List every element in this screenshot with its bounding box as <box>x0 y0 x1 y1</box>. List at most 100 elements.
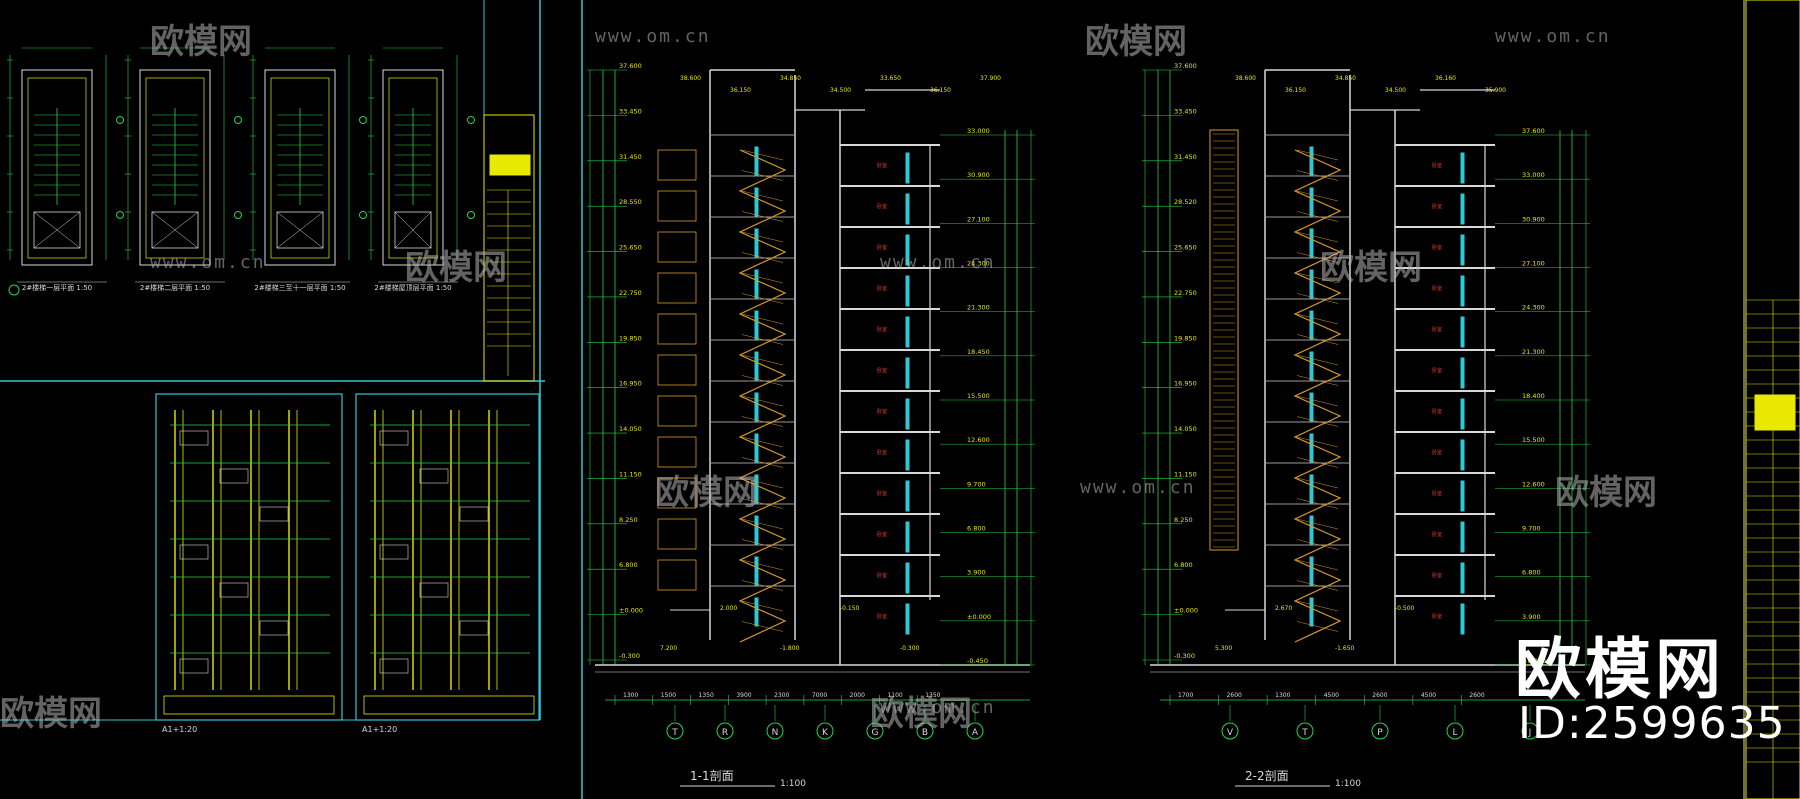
dim-label: 3900 <box>736 692 751 699</box>
level-left: 31.450 <box>1174 153 1197 161</box>
watermark-logo: 欧模网 <box>870 694 972 734</box>
section-title: 2-2剖面 <box>1245 769 1289 783</box>
level-right: 27.100 <box>1522 260 1545 268</box>
dim-label: 4500 <box>1421 692 1436 699</box>
window-glass <box>905 234 910 266</box>
level-left: 19.850 <box>619 334 642 342</box>
axis-bubble <box>116 116 124 124</box>
window-glass <box>1460 275 1465 307</box>
stair-hatch <box>741 436 784 448</box>
level-misc: 2.000 <box>720 605 737 612</box>
level-right: 27.100 <box>967 215 990 223</box>
section-1-1: 37.60033.45031.45028.55025.65022.75019.8… <box>587 62 1035 789</box>
stamp-id: ID:2599635 <box>1518 698 1786 749</box>
window-glass <box>1460 152 1465 184</box>
level-misc: -1.800 <box>780 645 800 652</box>
room-tag: 卧室 <box>1432 490 1442 497</box>
room-tag: 卧室 <box>877 326 887 333</box>
detail-block <box>219 468 249 484</box>
window-glass <box>1309 556 1314 586</box>
level-left: 37.600 <box>1174 62 1197 70</box>
level-left: 33.450 <box>1174 107 1197 115</box>
level-right: 24.300 <box>967 260 990 268</box>
window-glass <box>754 269 759 299</box>
watermark-logo: 欧模网 <box>655 473 757 513</box>
level-left: -0.300 <box>619 652 640 660</box>
stair-hatch <box>741 600 784 612</box>
plan-inner-wall <box>270 77 330 259</box>
stair-hatch <box>741 354 784 366</box>
stair-hatch <box>1296 190 1339 202</box>
dim-label: 1350 <box>925 692 940 699</box>
watermark-url: www.om.cn <box>880 697 996 718</box>
plan-inner-wall <box>27 77 87 259</box>
axis-bubble <box>666 722 684 740</box>
window-glass <box>754 310 759 340</box>
axis-bubble <box>716 722 734 740</box>
balcony-frame <box>657 149 697 181</box>
window-glass <box>1309 146 1314 176</box>
room-tag: 卧室 <box>1432 367 1442 374</box>
stair-hatch <box>741 170 784 181</box>
axis-bubble <box>916 722 934 740</box>
level-left: 8.250 <box>619 516 638 524</box>
room-tag: 卧室 <box>877 162 887 169</box>
room-tag: 卧室 <box>1432 285 1442 292</box>
level-right: ±0.000 <box>1522 657 1546 665</box>
level-left: ±0.000 <box>619 607 643 615</box>
dim-label: 1500 <box>661 692 676 699</box>
level-left: 16.950 <box>619 380 642 388</box>
balcony-frame <box>657 231 697 263</box>
stair-hatch <box>1296 580 1339 591</box>
level-right: 12.600 <box>967 436 990 444</box>
axis-label: G <box>872 728 879 738</box>
window-glass <box>1460 480 1465 512</box>
plan-title: 2#楼梯二层平面 1:50 <box>140 283 210 292</box>
level-right: 3.900 <box>967 569 986 577</box>
detail-scale-label: A1+1:20 <box>162 725 197 734</box>
room-tag: 卧室 <box>877 449 887 456</box>
level-top: 34.850 <box>1335 75 1356 82</box>
axis-bubble <box>1446 722 1464 740</box>
stair-hatch <box>741 313 784 325</box>
room-tag: 卧室 <box>1432 244 1442 251</box>
axis-label: N <box>772 728 779 738</box>
stair-hatch <box>741 580 784 591</box>
level-right: 33.000 <box>1522 171 1545 179</box>
window-glass <box>1460 357 1465 389</box>
detail-block <box>459 620 489 636</box>
stair-hatch <box>1296 539 1339 550</box>
facade-panel <box>1209 129 1239 551</box>
plan-number-bubble <box>8 284 20 296</box>
section-scale: 1:100 <box>1335 779 1361 789</box>
window-glass <box>905 316 910 348</box>
level-top: 38.600 <box>680 75 701 82</box>
level-right: 9.700 <box>1522 525 1541 533</box>
watermark-logo: 欧模网 <box>150 22 252 62</box>
room-tag: 卧室 <box>877 613 887 620</box>
level-left: 28.520 <box>1174 198 1197 206</box>
room-tag: 卧室 <box>877 572 887 579</box>
axis-bubble <box>866 722 884 740</box>
detail-block <box>219 582 249 598</box>
axis-bubble <box>966 722 984 740</box>
level-left: 8.250 <box>1174 516 1193 524</box>
plan-wall-outline <box>264 69 336 266</box>
level-left: 31.450 <box>619 153 642 161</box>
stair-hatch <box>1296 334 1339 345</box>
level-right: 24.300 <box>1522 304 1545 312</box>
level-left: 6.800 <box>619 561 638 569</box>
level-left: 19.850 <box>1174 334 1197 342</box>
detail-block <box>179 544 209 560</box>
window-glass <box>1309 187 1314 217</box>
stair-hatch <box>1296 518 1339 530</box>
level-right: 15.500 <box>1522 436 1545 444</box>
detail-block <box>459 506 489 522</box>
axis-bubble <box>116 211 124 219</box>
level-top: 34.500 <box>1385 87 1406 94</box>
stair-hatch <box>741 621 784 632</box>
level-top: 34.850 <box>780 75 801 82</box>
